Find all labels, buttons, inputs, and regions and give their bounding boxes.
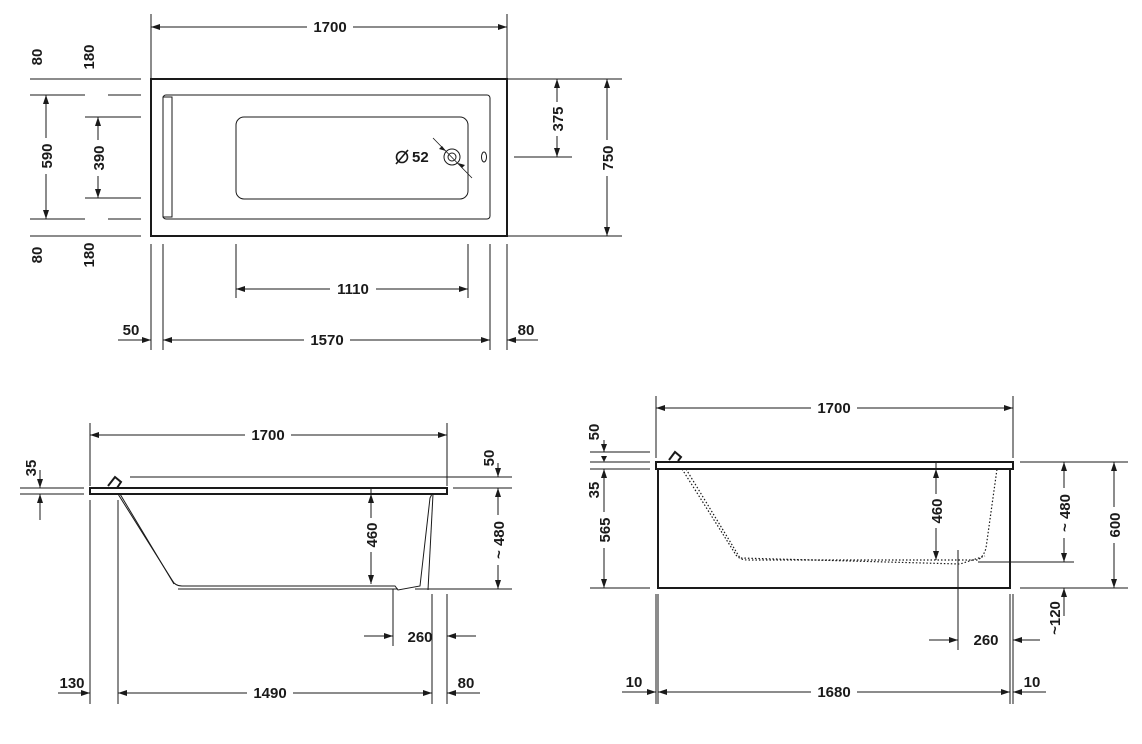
rim-left-view [89,487,448,495]
dim-inner-length: 1570 [310,332,343,349]
top-view: 52 1700 750 375 590 [29,14,622,350]
dim-rim-thickness-left: 35 [23,460,40,477]
dim-inner-width: 590 [39,143,56,168]
dim-rim-offset-left: 50 [481,450,498,467]
apron-panel [657,468,1011,589]
dim-top-offset-right: 50 [586,424,603,441]
basin-profile-left [117,493,433,591]
dim-panel-length: 1680 [817,684,850,701]
tub-headrest [162,96,173,218]
dim-basin-length: 1110 [337,281,369,298]
basin-profile-right [681,468,998,561]
dim-drain-offset-top: 375 [550,106,567,131]
dim-drain-diameter: 52 [412,149,429,166]
dim-right-edge-left: 80 [458,675,475,692]
drain-inner [447,152,457,162]
dim-left-top-edge: 80 [29,49,46,66]
overflow [481,151,487,163]
headrest-left-view [107,475,123,489]
dim-foot-height: ~120 [1047,601,1064,635]
dim-left-edge-left: 130 [59,675,84,692]
dim-depth-inner-left: 460 [364,522,381,547]
diameter-symbol [395,149,409,165]
dim-rim-thickness-right: 35 [586,482,603,499]
headrest-right-view [668,450,683,462]
dim-left-edge-right: 10 [626,674,643,691]
dim-left-bottom-inner: 180 [81,242,98,267]
dim-overall-length-left: 1700 [251,427,284,444]
dim-right-rim: 80 [518,322,535,339]
dim-depth-total-right: ~ 480 [1057,494,1074,532]
dim-bottom-length-left: 1490 [253,685,286,702]
dim-overall-length-right: 1700 [817,400,850,417]
dim-height-total: 600 [1107,512,1124,537]
rim-right-view [655,461,1014,470]
tub-inner-rim [162,94,491,220]
side-view-right: 1700 50 35 565 460 ~ 480 ~120 [586,396,1128,704]
dim-left-top-inner: 180 [81,44,98,69]
dim-drain-offset-left: 260 [407,629,432,646]
dim-overall-width: 750 [600,145,617,170]
dim-drain-offset-right: 260 [973,632,998,649]
tub-outline-top [150,78,508,237]
dim-right-edge-right: 10 [1024,674,1041,691]
dim-left-rim: 50 [123,322,140,339]
dim-panel-height: 565 [597,517,614,542]
dim-depth-total-left: ~ 480 [491,521,508,559]
dim-overall-length-top: 1700 [313,19,346,36]
dim-basin-width: 390 [91,145,108,170]
tub-basin [235,116,469,200]
dim-depth-inner-right: 460 [929,498,946,523]
side-view-left: 1700 35 50 ~ 480 460 260 [20,423,512,704]
drain-circle [443,148,461,166]
dim-left-bottom-edge: 80 [29,247,46,264]
